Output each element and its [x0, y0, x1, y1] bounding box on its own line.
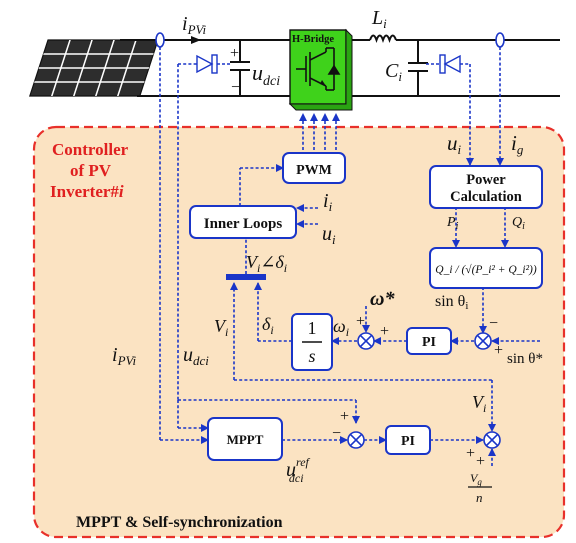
pv-current-sensor-icon: [155, 32, 165, 48]
sign-minus-theta: −: [489, 315, 498, 332]
mppt-block: [207, 417, 283, 461]
pwm-label: PWM: [296, 163, 332, 178]
pi-lower-label: PI: [401, 434, 415, 449]
label-plus-dc: +: [230, 45, 239, 62]
label-u-meas: ui: [447, 131, 462, 157]
label-vg-num: Vg: [470, 471, 482, 487]
formula-label: Q_i / (√(P_i² + Q_i²)): [435, 263, 537, 276]
label-v-left: Vi: [214, 316, 228, 339]
sign-plus-theta: +: [494, 342, 503, 359]
label-ipv-top: iPVi: [182, 13, 206, 37]
h-bridge-block: [288, 28, 353, 111]
label-vdelta: Vi∠δi: [246, 252, 287, 275]
footer-label: MPPT & Self-synchronization: [76, 514, 283, 531]
reactive-ratio-block: [429, 247, 543, 289]
pi-lower-block: [385, 425, 431, 455]
label-ipv-left: iPVi: [112, 344, 136, 368]
controller-title-line3: Inverter#i: [50, 182, 124, 201]
label-ui: ui: [322, 223, 336, 247]
pwm-block: [282, 152, 346, 184]
power-calc-label-2: Calculation: [450, 189, 522, 205]
label-v-right: Vi: [472, 392, 486, 415]
integrator-num: 1: [308, 318, 317, 338]
mux-bar: [226, 274, 266, 280]
power-calc-label-1: Power: [466, 172, 506, 188]
summing-junction-icon: [347, 332, 501, 449]
sign-plus-pi: +: [466, 445, 475, 462]
inner-loops-label: Inner Loops: [204, 216, 283, 232]
mppt-label: MPPT: [227, 432, 264, 447]
label-Q: Qi: [512, 215, 525, 232]
inductor-icon: [369, 34, 397, 43]
ac-voltage-sensor-icon: [426, 54, 461, 74]
label-udc-left: udci: [183, 344, 209, 368]
label-inductor: Li: [371, 7, 387, 31]
label-omega-star: ω*: [370, 288, 395, 310]
sign-plus-omega-top: +: [356, 313, 365, 330]
label-P: Pi: [446, 215, 459, 232]
label-omega: ωi: [333, 316, 349, 339]
pi-upper-block: [406, 327, 452, 355]
label-ii: ii: [323, 190, 333, 214]
power-circuit: [120, 39, 560, 97]
pi-upper-label: PI: [422, 335, 436, 350]
dc-voltage-sensor-icon: [196, 54, 232, 74]
controller-title-line1: Controller: [52, 140, 129, 159]
label-minus-dc: −: [231, 79, 240, 96]
label-vg-den: n: [476, 490, 483, 505]
sign-plus-vg: +: [476, 453, 485, 470]
label-capacitor: Ci: [385, 60, 402, 84]
label-sin-theta: sin θi: [435, 293, 468, 312]
controller-title-line2: of PV: [70, 161, 112, 180]
grid-current-sensor-icon: [495, 32, 505, 48]
label-ig: ig: [511, 131, 524, 157]
sign-plus-omega-right: +: [380, 323, 389, 340]
pv-panel-icon: [29, 39, 159, 97]
label-udc-top: udci: [252, 60, 280, 89]
label-sin-theta-star: sin θ*: [507, 351, 543, 367]
label-delta: δi: [262, 314, 274, 337]
sign-minus-uref: −: [332, 425, 341, 442]
power-calculation-block: [429, 165, 543, 209]
sign-plus-udc: +: [340, 408, 349, 425]
inner-loops-block: [189, 205, 297, 239]
integrator-den: s: [308, 346, 315, 366]
label-hbridge: H-Bridge: [292, 34, 334, 45]
